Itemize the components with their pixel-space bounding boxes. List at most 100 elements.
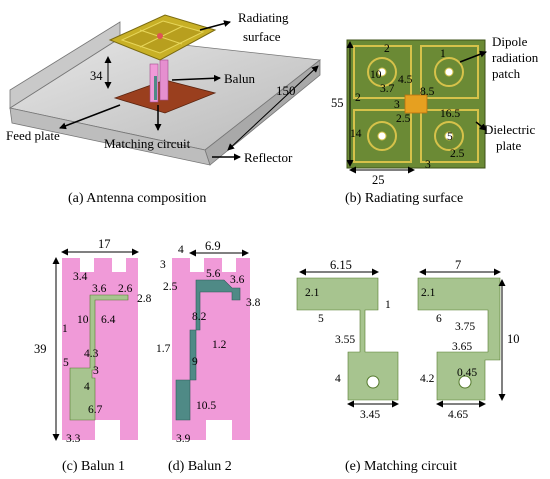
- matching-left: [296, 277, 399, 401]
- dim-e-10: 10: [507, 332, 520, 346]
- balun1-trace: [69, 294, 129, 421]
- label-matching-circuit: Matching circuit: [104, 136, 191, 151]
- dim-length: 150: [276, 83, 296, 98]
- dim-c-4-3: 4.3: [84, 348, 99, 360]
- dim-height: 34: [90, 69, 103, 83]
- arrow-balun: [171, 74, 221, 82]
- dim-c-5: 5: [63, 357, 69, 369]
- dim-c-4: 4: [84, 381, 90, 393]
- patch-bottom-left: [353, 109, 412, 163]
- dim-d-1-7: 1.7: [156, 343, 171, 355]
- dim-b-4-5: 4.5: [398, 74, 413, 86]
- balun2-notch-left: [190, 258, 204, 272]
- dim-c-17: 17: [98, 237, 111, 251]
- panel-a-antenna-composition: 34 150 Radiating surface Balun Feed plat…: [6, 10, 322, 206]
- matching-right-via: [458, 375, 472, 389]
- label-radiating-2: surface: [243, 29, 281, 44]
- arrow-dipole: [459, 50, 487, 63]
- panel-c-balun-1: 17 39 3.4 3.6 2.6 2.8 10 6.4 1 4.3 5 3 4…: [34, 237, 152, 474]
- balun2-notch-right: [222, 258, 236, 272]
- reflector-back-wall: [9, 21, 121, 109]
- balun1-notch-left: [80, 258, 94, 272]
- balun2-pink-board: [172, 258, 250, 440]
- balun1-notch-right: [112, 258, 126, 272]
- dim-b-3-7: 3.7: [380, 83, 395, 95]
- dim-c-3-3: 3.3: [66, 433, 81, 445]
- dim-b-55: 55: [331, 96, 344, 110]
- dim-b-25: 25: [372, 173, 385, 187]
- panel-e-matching-circuit: 6.15 2.1 1 5 3.55 4 3.45 7 2.1 6 3.75 10…: [296, 258, 520, 474]
- dim-e-5: 5: [318, 313, 324, 325]
- dim-c-2-8: 2.8: [137, 293, 152, 305]
- label-dipole-1: Dipole: [492, 34, 528, 49]
- dim-d-2-5: 2.5: [163, 281, 178, 293]
- dim-c-3-6: 3.6: [92, 283, 107, 295]
- dim-e-1: 1: [385, 299, 391, 311]
- dim-e-4: 4: [335, 373, 341, 385]
- feed-center: [404, 94, 428, 114]
- caption-c: (c) Balun 1: [62, 459, 125, 474]
- dim-d-3-9: 3.9: [176, 433, 191, 445]
- dim-d-1-2: 1.2: [212, 339, 227, 351]
- arrow-radiating: [199, 20, 231, 31]
- dim-e-3-75: 3.75: [455, 321, 475, 333]
- dim-d-3-6: 3.6: [230, 274, 245, 286]
- label-dipole-3: patch: [492, 66, 521, 81]
- dim-length-line: [227, 65, 319, 151]
- dim-b-5: 5: [447, 131, 453, 143]
- dim-d-3a: 3: [160, 259, 166, 271]
- label-radiating-1: Radiating: [238, 10, 289, 25]
- patch-top-left: [353, 45, 412, 99]
- label-dipole-2: radiation: [492, 50, 539, 65]
- dim-c-6-7: 6.7: [88, 404, 103, 416]
- dim-c-39: 39: [34, 342, 47, 356]
- dim-b-10: 10: [370, 69, 382, 81]
- dim-d-6-9: 6.9: [205, 239, 221, 253]
- dim-c-2-6: 2.6: [118, 283, 133, 295]
- dim-b-3a: 3: [394, 99, 400, 111]
- balun-strip: [154, 76, 157, 100]
- caption-a: (a) Antenna composition: [68, 191, 206, 206]
- dim-d-8-2: 8.2: [192, 311, 207, 323]
- dim-d-4: 4: [178, 244, 184, 256]
- dim-e-3-45: 3.45: [360, 409, 380, 421]
- dim-e-6-15: 6.15: [330, 258, 352, 272]
- dim-c-3: 3: [93, 365, 99, 377]
- dim-b-2b: 2: [355, 92, 361, 104]
- dim-e-3-65: 3.65: [452, 341, 472, 353]
- balun-post-2: [159, 59, 169, 101]
- dim-d-5-6: 5.6: [206, 268, 221, 280]
- label-reflector: Reflector: [244, 150, 293, 165]
- dim-b-14: 14: [350, 128, 362, 140]
- dim-c-1: 1: [62, 323, 68, 335]
- dim-e-7: 7: [455, 258, 461, 272]
- reflector-front-edge: [9, 107, 211, 166]
- dim-b-2-5a: 2.5: [396, 113, 411, 125]
- dim-b-3b: 3: [425, 159, 431, 171]
- dim-e-0-45: 0.45: [457, 367, 477, 379]
- dim-e-6: 6: [436, 313, 442, 325]
- balun2-trace: [175, 279, 241, 421]
- label-feed-plate: Feed plate: [6, 128, 60, 143]
- matching-left-via: [366, 375, 380, 389]
- dim-d-9: 9: [192, 356, 198, 368]
- patch-bottom-right: [420, 109, 479, 163]
- label-balun: Balun: [224, 71, 256, 86]
- dim-e-4-65: 4.65: [448, 409, 468, 421]
- dim-c-3-4: 3.4: [73, 271, 88, 283]
- dim-b-1: 1: [440, 48, 446, 60]
- label-dielectric-2: plate: [496, 138, 521, 153]
- dim-d-3-8: 3.8: [246, 297, 261, 309]
- dim-b-2-5b: 2.5: [450, 148, 465, 160]
- dim-e-2-1a: 2.1: [305, 287, 320, 299]
- panel-b-radiating-surface: 55 25 2 10 3.7 4.5 8.5 1 2 3 2.5 16.5 14…: [331, 34, 539, 206]
- dim-e-4-2: 4.2: [420, 373, 435, 385]
- label-dielectric-1: Dielectric: [484, 122, 535, 137]
- caption-b: (b) Radiating surface: [345, 191, 463, 206]
- dim-c-6-4: 6.4: [101, 314, 116, 326]
- dim-b-2a: 2: [384, 43, 390, 55]
- panel-d-balun-2: 4 6.9 3 5.6 3.6 2.5 3.8 8.2 1.7 1.2 9 10…: [156, 239, 261, 474]
- patch-top-right: [420, 45, 479, 99]
- caption-d: (d) Balun 2: [168, 459, 232, 474]
